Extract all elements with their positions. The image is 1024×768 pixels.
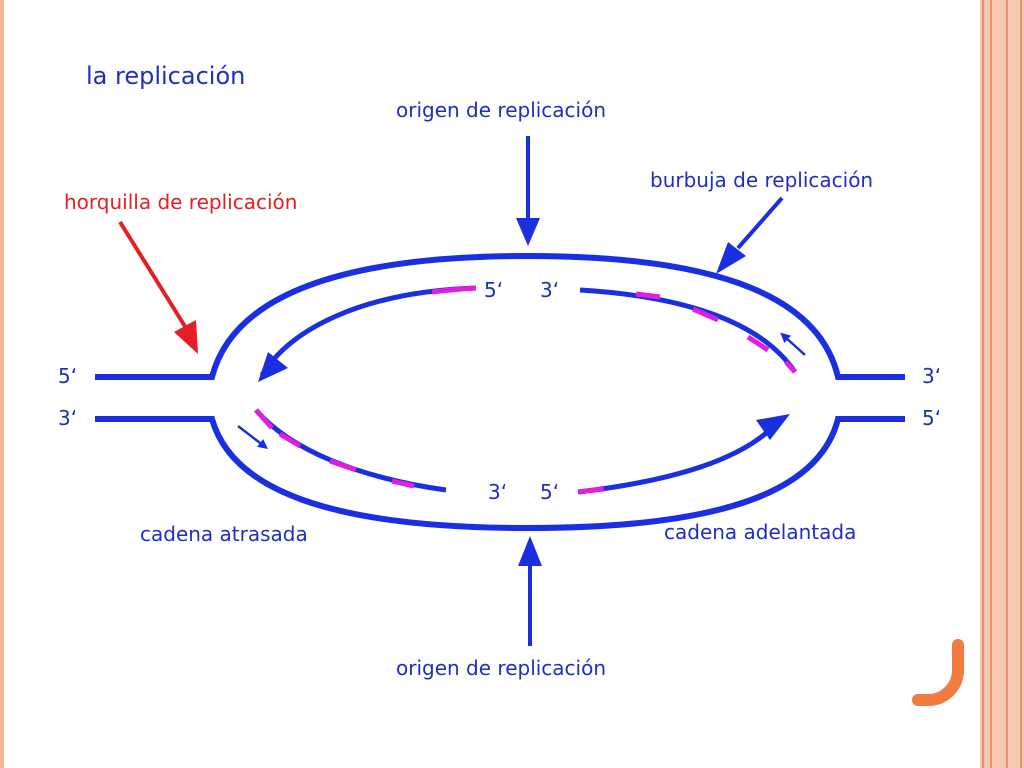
fork-label: horquilla de replicación [64,190,298,214]
origin-bottom-label: origen de replicación [396,656,607,680]
inner-bottom-right-primer [577,486,605,495]
outer-strand-bottom [95,416,905,532]
origin-bottom-arrowhead [518,536,542,566]
end-label-right-bottom: 5‘ [922,406,942,430]
slide-right-border [980,0,1024,768]
end-label-inner-top-left: 5‘ [484,278,504,302]
inner-top-right-primer-2 [691,306,720,323]
bubble-arrow-shaft [736,196,784,250]
slide-left-border [0,0,4,768]
inner-top-left-primer [431,285,477,295]
lagging-strand-label: cadena atrasada [140,522,308,546]
inner-top-right-primer-1 [635,291,661,300]
fork-arrow-shaft [118,220,188,330]
inner-bottom-right-arrowhead [756,414,790,440]
inner-top-right-primer-4 [784,360,797,374]
decorative-hook [912,639,964,706]
end-label-inner-bottom-left: 3‘ [488,480,508,504]
inner-top-right-strand [579,287,798,374]
inner-bottom-left-primer-3 [329,458,357,473]
inner-top-right-primer-3 [746,334,770,353]
origin-top-label: origen de replicación [396,98,607,122]
leading-strand-label: cadena adelantada [664,520,857,544]
end-label-left-top: 5‘ [58,364,78,388]
inner-bottom-left-primer-1 [254,408,274,430]
inner-bottom-left-strand [254,408,447,493]
origin-top-arrowhead [516,218,540,246]
end-label-inner-top-right: 3‘ [540,278,560,302]
fork-arrowhead [174,320,198,354]
inner-top-left-arrowhead [258,352,288,382]
end-label-left-bottom: 3‘ [58,406,78,430]
small-arrow-bottom-left [237,425,268,450]
inner-top-left-strand [259,285,477,377]
bubble-arrowhead [716,242,746,274]
inner-bottom-left-primer-4 [391,478,415,489]
outer-strand-top [95,252,905,380]
end-label-inner-bottom-right: 5‘ [540,480,560,504]
end-label-right-top: 3‘ [922,364,942,388]
small-arrow-top-right [780,332,806,356]
bubble-label: burbuja de replicación [650,168,874,192]
inner-bottom-left-primer-2 [278,431,302,449]
slide-title: la replicación [86,62,246,90]
inner-bottom-right-strand [577,426,774,495]
